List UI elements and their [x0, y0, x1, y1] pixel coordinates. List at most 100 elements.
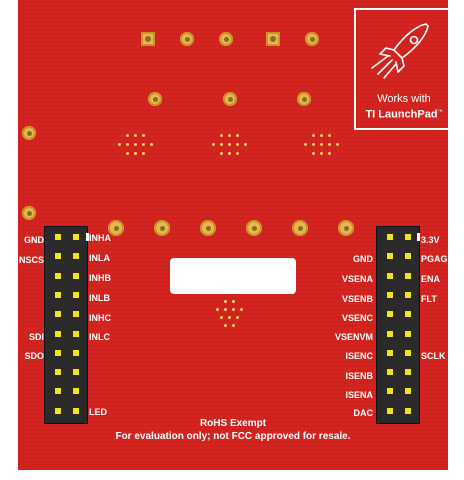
right-header-pin: [405, 253, 411, 260]
via-dot: [236, 143, 239, 146]
pad-row3-2: [154, 220, 170, 236]
via-dot: [224, 300, 227, 303]
via-dot: [228, 316, 231, 319]
pad-row3-5: [292, 220, 308, 236]
via-dot: [236, 134, 239, 137]
via-cluster-right: [304, 134, 344, 162]
via-dot: [150, 143, 153, 146]
right-header-pin: [405, 272, 411, 279]
via-dot: [220, 134, 223, 137]
left-header-pin: [55, 272, 61, 279]
right-header-pin: [387, 349, 393, 356]
label-vsenvm: VSENVM: [334, 332, 373, 342]
via-dot: [220, 316, 223, 319]
via-dot: [240, 308, 243, 311]
left-header-pin: [73, 369, 79, 376]
top-square-pad-1: [141, 32, 155, 46]
via-dot: [216, 308, 219, 311]
left-header-pin: [55, 291, 61, 298]
left-header-pin: [55, 407, 61, 414]
logo-launchpad: TI LaunchPad: [365, 109, 438, 121]
rocket-icon: [371, 23, 429, 79]
label-inlc: INLC: [89, 332, 110, 342]
pad-row2-3: [297, 92, 311, 106]
right-header-pin: [405, 369, 411, 376]
left-header-pin: [55, 369, 61, 376]
left-header-pin: [55, 253, 61, 260]
pad-row3-1: [108, 220, 124, 236]
left-header-pin: [55, 311, 61, 318]
label-vsenc: VSENC: [341, 313, 373, 323]
left-header-pin: [73, 407, 79, 414]
via-dot: [224, 324, 227, 327]
left-header-pin: [73, 388, 79, 395]
label-sdo: SDO: [24, 351, 44, 361]
via-dot: [328, 143, 331, 146]
label-flt: FLT: [421, 294, 437, 304]
label-sdi: SDI: [28, 332, 44, 342]
right-header-pin: [405, 349, 411, 356]
left-header-pin: [73, 234, 79, 240]
right-header-pin: [387, 234, 393, 240]
right-header-pin: [387, 388, 393, 395]
via-dot: [236, 152, 239, 155]
right-header-pin: [405, 311, 411, 318]
label-isenb: ISENB: [345, 371, 373, 381]
via-dot: [142, 134, 145, 137]
label-gnd-left: GND: [24, 235, 44, 245]
left-header-pin: [73, 253, 79, 260]
via-cluster-middle: [212, 134, 252, 162]
via-dot: [232, 308, 235, 311]
label-inla: INLA: [89, 253, 110, 263]
via-dot: [220, 143, 223, 146]
top-pad-2: [180, 32, 194, 46]
pin1-marker-left: [86, 233, 89, 241]
pad-row2-1: [148, 92, 162, 106]
left-header-pin: [73, 311, 79, 318]
label-vsenb: VSENB: [341, 294, 373, 304]
label-pgag: PGAG: [421, 254, 448, 264]
right-header-pin: [387, 311, 393, 318]
via-cluster-bottom: [216, 300, 244, 332]
pad-row3-3: [200, 220, 216, 236]
left-header-pin: [73, 272, 79, 279]
left-pin-header: [44, 226, 88, 424]
right-header-pin: [405, 330, 411, 337]
board-cutout: [170, 258, 296, 294]
left-header-pin: [73, 330, 79, 337]
label-sclk: SCLK: [421, 351, 446, 361]
pad-row2-2: [223, 92, 237, 106]
mount-pad-left-1: [22, 126, 36, 140]
left-header-pin: [55, 349, 61, 356]
right-pin-header: [376, 226, 420, 424]
right-header-pin: [387, 330, 393, 337]
label-gnd-right: GND: [353, 254, 373, 264]
pcb-board: Works with TI LaunchPad™ INHA INLA INHB …: [18, 0, 454, 470]
right-header-pin: [387, 253, 393, 260]
via-dot: [228, 143, 231, 146]
left-header-pin: [55, 234, 61, 240]
right-header-pin: [387, 291, 393, 298]
via-dot: [320, 134, 323, 137]
via-dot: [142, 152, 145, 155]
left-header-pin: [55, 330, 61, 337]
label-inhc: INHC: [89, 313, 111, 323]
via-dot: [126, 134, 129, 137]
pad-row3-4: [246, 220, 262, 236]
via-dot: [228, 134, 231, 137]
top-square-pad-4: [266, 32, 280, 46]
via-dot: [320, 152, 323, 155]
via-dot: [232, 300, 235, 303]
left-header-pin: [73, 349, 79, 356]
mount-pad-left-2: [22, 206, 36, 220]
via-dot: [232, 324, 235, 327]
via-dot: [312, 143, 315, 146]
via-dot: [336, 143, 339, 146]
label-isena: ISENA: [345, 390, 373, 400]
via-dot: [312, 152, 315, 155]
via-dot: [118, 143, 121, 146]
via-dot: [220, 152, 223, 155]
rohs-label: RoHS Exempt: [199, 418, 267, 429]
via-cluster-left: [118, 134, 158, 162]
right-header-pin: [387, 369, 393, 376]
